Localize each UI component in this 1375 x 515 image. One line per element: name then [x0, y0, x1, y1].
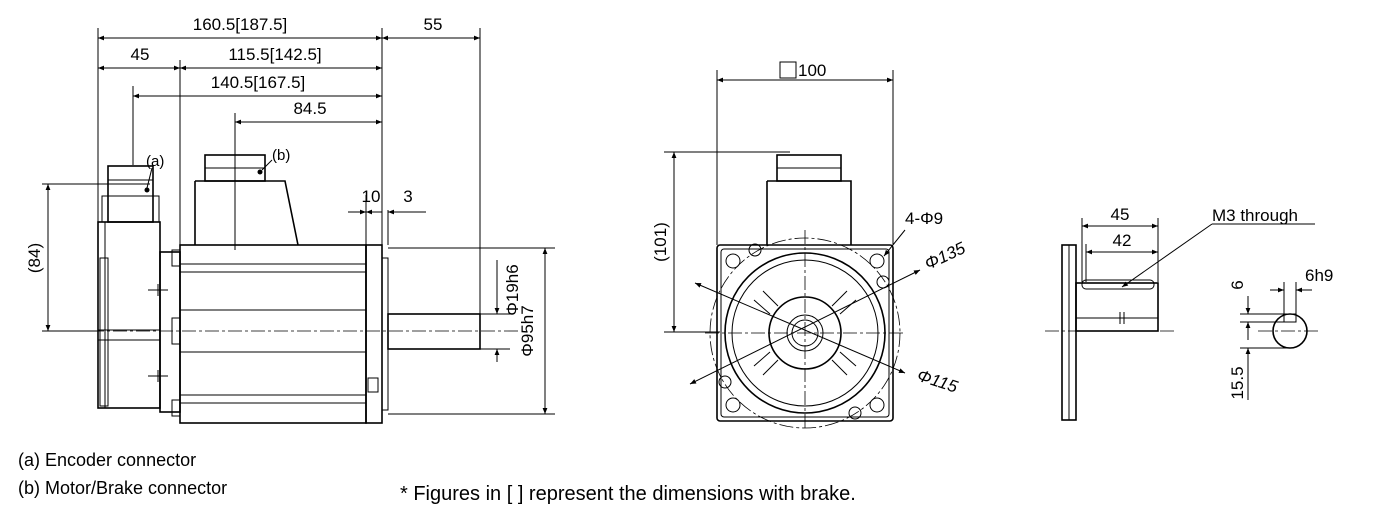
label-thread: M3 through [1212, 206, 1298, 225]
dim-pitch-circle: Φ135 [922, 238, 969, 273]
dim-flange-thickness: 10 [362, 187, 381, 206]
dim-body-length: 115.5[142.5] [228, 45, 321, 64]
dim-spigot-diameter: Φ95h7 [518, 305, 537, 356]
front-view: 100 (101) [651, 61, 969, 430]
dim-front-height: (101) [651, 222, 670, 262]
dim-flange-square: 100 [798, 61, 826, 80]
dim-shaft-diameter: Φ19h6 [503, 264, 522, 315]
dim-key-length-inner: 42 [1113, 231, 1132, 250]
dim-key-width: 6h9 [1305, 266, 1333, 285]
legend-encoder-connector: (a) Encoder connector [18, 450, 197, 470]
dim-mounting-holes: 4-Φ9 [905, 209, 943, 228]
legend-motor-brake-connector: (b) Motor/Brake connector [18, 478, 228, 498]
side-dimension-lines [45, 35, 548, 414]
brake-note: * Figures in [ ] represent the dimension… [400, 483, 856, 505]
label-motor-brake-connector: (b) [272, 147, 290, 164]
dim-shaft-length: 55 [424, 15, 443, 34]
dim-flange-diameter: Φ115 [915, 366, 961, 397]
dim-connector-to-flange: 84.5 [293, 99, 326, 118]
dim-key-length-outer: 45 [1111, 205, 1130, 224]
dim-encoder-to-flange: 140.5[167.5] [211, 73, 306, 92]
dim-overall-length: 160.5[187.5] [193, 15, 288, 34]
dim-rear-length: 45 [131, 45, 150, 64]
square-symbol [779, 61, 797, 79]
motor-outline [90, 154, 520, 424]
label-encoder-connector: (a) [146, 153, 164, 170]
shaft-detail: 45 42 M3 through 6h9 6 15.5 [1045, 205, 1333, 421]
side-view: 160.5[187.5] 55 45 115.5[142.5] 140.5[16… [25, 15, 555, 424]
dim-height: (84) [25, 243, 44, 273]
dim-key-depth: 15.5 [1228, 366, 1247, 399]
dim-key-height: 6 [1228, 280, 1247, 289]
dim-spigot: 3 [403, 187, 412, 206]
